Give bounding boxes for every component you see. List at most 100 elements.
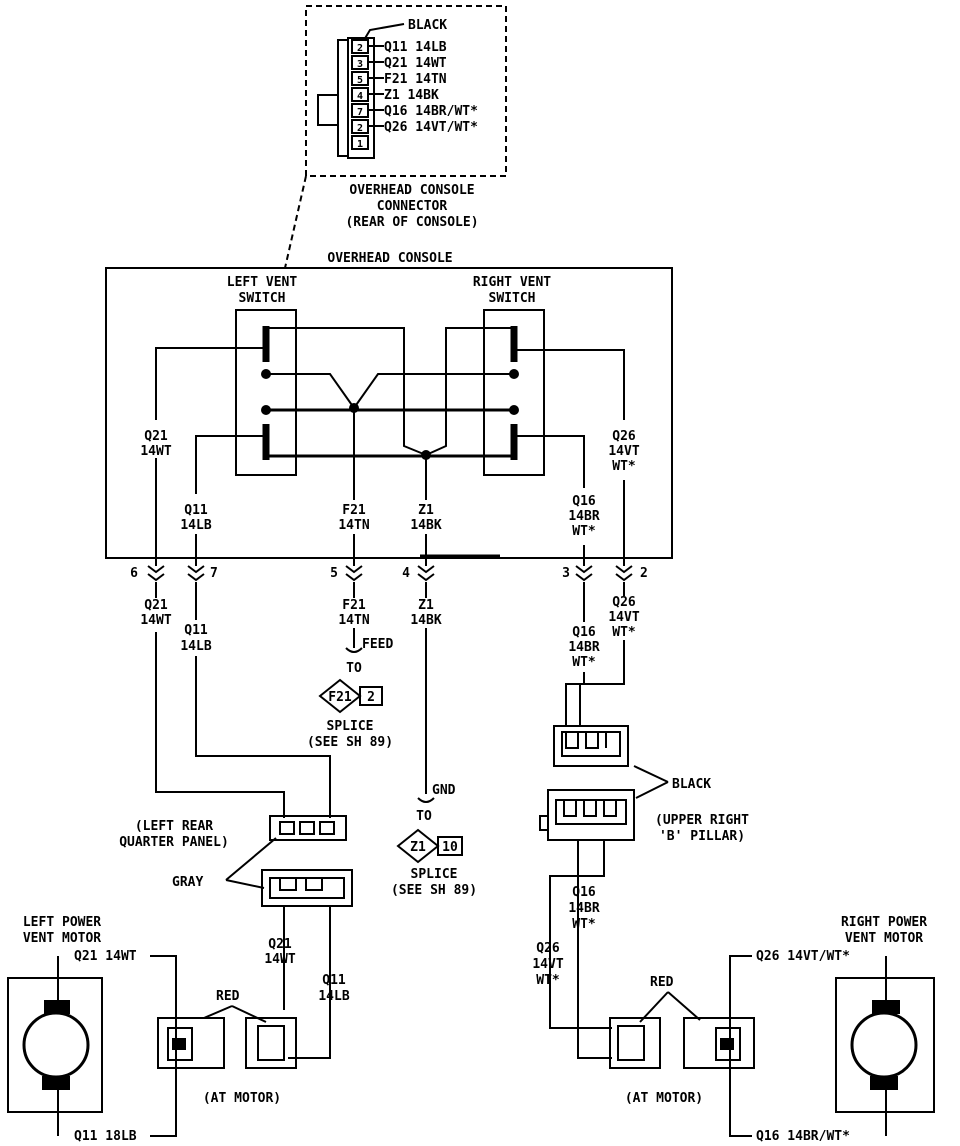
left-q11-label-1: Q11	[322, 973, 346, 988]
connector-terminal-symbol	[345, 565, 363, 574]
left-switch-label-2: SWITCH	[239, 291, 286, 306]
right-motor-conn-color: RED	[650, 975, 674, 990]
connector-pin-wire-label: Q11 14LB	[384, 40, 447, 55]
wire-f21-outside-2: 14TN	[338, 613, 369, 628]
left-motor-symbol	[22, 1011, 90, 1079]
wire-q11-inside-2: 14LB	[180, 518, 211, 533]
connector-caption-2: CONNECTOR	[377, 199, 448, 214]
feed-splice-text-2: (SEE SH 89)	[307, 735, 393, 750]
wire-z1-outside-2: 14BK	[410, 613, 441, 628]
left-motor-title-1: LEFT POWER	[23, 915, 101, 930]
connector-pin-number: 2	[357, 43, 363, 54]
left-q11-label-2: 14LB	[318, 989, 349, 1004]
left-rear-location-2: QUARTER PANEL)	[119, 835, 229, 850]
wire-q11-outside-1: Q11	[184, 623, 208, 638]
left-switch-label-1: LEFT VENT	[227, 275, 298, 290]
left-power-vent-motor: LEFT POWER VENT MOTOR Q21 14WT Q11 18LB	[7, 915, 177, 1144]
left-at-motor: (AT MOTOR)	[203, 1091, 281, 1106]
connector-terminal-symbol	[187, 565, 205, 574]
right-b-color-label: BLACK	[672, 777, 711, 792]
gnd-label: GND	[432, 783, 456, 798]
wire-q26-inside-1: Q26	[612, 429, 636, 444]
connector-terminal-symbol	[575, 573, 593, 582]
feed-label: FEED	[362, 637, 393, 652]
wire-q16-outside-3: WT*	[572, 655, 596, 670]
right-b-location-1: (UPPER RIGHT	[655, 813, 749, 828]
connector-pin-wire-label: Q21 14WT	[384, 56, 447, 71]
wire-q11-outside-2: 14LB	[180, 639, 211, 654]
right-power-vent-motor: RIGHT POWER VENT MOTOR Q26 14VT/WT* Q16 …	[729, 915, 935, 1144]
wire-q21-inside-2: 14WT	[140, 444, 171, 459]
wire-q26-inside-3: WT*	[612, 459, 636, 474]
wire-q16-inside-3: WT*	[572, 524, 596, 539]
connector-terminal-symbol	[575, 565, 593, 574]
right-q26-label-2: 14VT	[532, 957, 563, 972]
connector-pin-wire-label: Q26 14VT/WT*	[384, 120, 478, 135]
connector-pin-number: 2	[357, 123, 363, 134]
feed-splice: FEED TO F21 2 SPLICE (SEE SH 89)	[307, 637, 394, 750]
wire-z1-inside-1: Z1	[418, 503, 434, 518]
left-q21-label-1: Q21	[268, 937, 292, 952]
right-at-motor: (AT MOTOR)	[625, 1091, 703, 1106]
feed-splice-num: 2	[367, 690, 375, 705]
feed-splice-text-1: SPLICE	[327, 719, 374, 734]
wire-q16-outside-1: Q16	[572, 625, 596, 640]
gnd-splice: GND TO Z1 10 SPLICE (SEE SH 89)	[391, 783, 477, 898]
connector-latch	[317, 94, 339, 126]
external-wiring	[155, 582, 625, 818]
left-motor-bottom-wire: Q11 18LB	[74, 1129, 137, 1144]
overhead-console-title: OVERHEAD CONSOLE	[327, 251, 452, 266]
connector-pin-number: 4	[357, 91, 363, 102]
right-q16-label-1: Q16	[572, 885, 596, 900]
wire-q26-outside-3: WT*	[612, 625, 636, 640]
right-motor-title-1: RIGHT POWER	[841, 915, 927, 930]
wire-q26-outside-2: 14VT	[608, 610, 639, 625]
right-switch-label-2: SWITCH	[489, 291, 536, 306]
wire-q26-outside-1: Q26	[612, 595, 636, 610]
wire-q21-outside-2: 14WT	[140, 613, 171, 628]
connector-pin-wire-label: Z1 14BK	[384, 88, 439, 103]
connector-pin-cavity	[351, 135, 369, 150]
left-rear-color-label: GRAY	[172, 875, 203, 890]
right-q26-label-1: Q26	[536, 941, 560, 956]
connector-pin-wire-label: Q16 14BR/WT*	[384, 104, 478, 119]
overhead-console-connector-inset: 2 Q11 14LB 3 Q21 14WT 5 F21 14TN 4 Z1 14BK 7 Q16 …	[284, 5, 507, 269]
pin-5: 5	[330, 566, 338, 581]
connector-pin-number: 5	[357, 75, 363, 86]
wire-f21-inside-1: F21	[342, 503, 366, 518]
left-q21-label-2: 14WT	[264, 952, 295, 967]
right-q16-label-3: WT*	[572, 917, 596, 932]
gnd-splice-id: Z1	[410, 840, 426, 855]
left-motor-conn-color: RED	[216, 989, 240, 1004]
right-motor-top-wire: Q26 14VT/WT*	[756, 949, 850, 964]
connector-pin-number: 3	[357, 59, 363, 70]
connector-terminal-symbol	[187, 573, 205, 582]
pin-2: 2	[640, 566, 648, 581]
right-q26-label-3: WT*	[536, 973, 560, 988]
gnd-splice-text-2: (SEE SH 89)	[391, 883, 477, 898]
wire-q11-inside-1: Q11	[184, 503, 208, 518]
wire-f21-outside-1: F21	[342, 598, 366, 613]
gnd-splice-text-1: SPLICE	[411, 867, 458, 882]
right-q16-label-2: 14BR	[568, 901, 599, 916]
connector-terminal-symbol	[345, 573, 363, 582]
feed-splice-id: F21	[328, 690, 352, 705]
console-output-pins: 6 7 5 4 3 2	[130, 565, 648, 582]
connector-color-label: BLACK	[408, 18, 447, 33]
connector-terminal-symbol	[147, 565, 165, 574]
right-motor-bottom-wire: Q16 14BR/WT*	[756, 1129, 850, 1144]
wire-z1-outside-1: Z1	[418, 598, 434, 613]
connector-caption-1: OVERHEAD CONSOLE	[349, 183, 474, 198]
connector-pin-number: 7	[357, 107, 363, 118]
connector-terminal-symbol	[615, 565, 633, 574]
wire-q21-inside-1: Q21	[144, 429, 168, 444]
right-motor-title-2: VENT MOTOR	[845, 931, 923, 946]
overhead-console: OVERHEAD CONSOLE LEFT VENT SWITCH RIGHT …	[105, 251, 673, 566]
left-motor-title-2: VENT MOTOR	[23, 931, 101, 946]
wire-z1-inside-2: 14BK	[410, 518, 441, 533]
right-b-pillar-connector: BLACK (UPPER RIGHT 'B' PILLAR) Q16 14BR …	[532, 725, 755, 1106]
connector-pin-wire-label: F21 14TN	[384, 72, 447, 87]
gnd-to-label: TO	[416, 809, 432, 824]
pin-7: 7	[210, 566, 218, 581]
